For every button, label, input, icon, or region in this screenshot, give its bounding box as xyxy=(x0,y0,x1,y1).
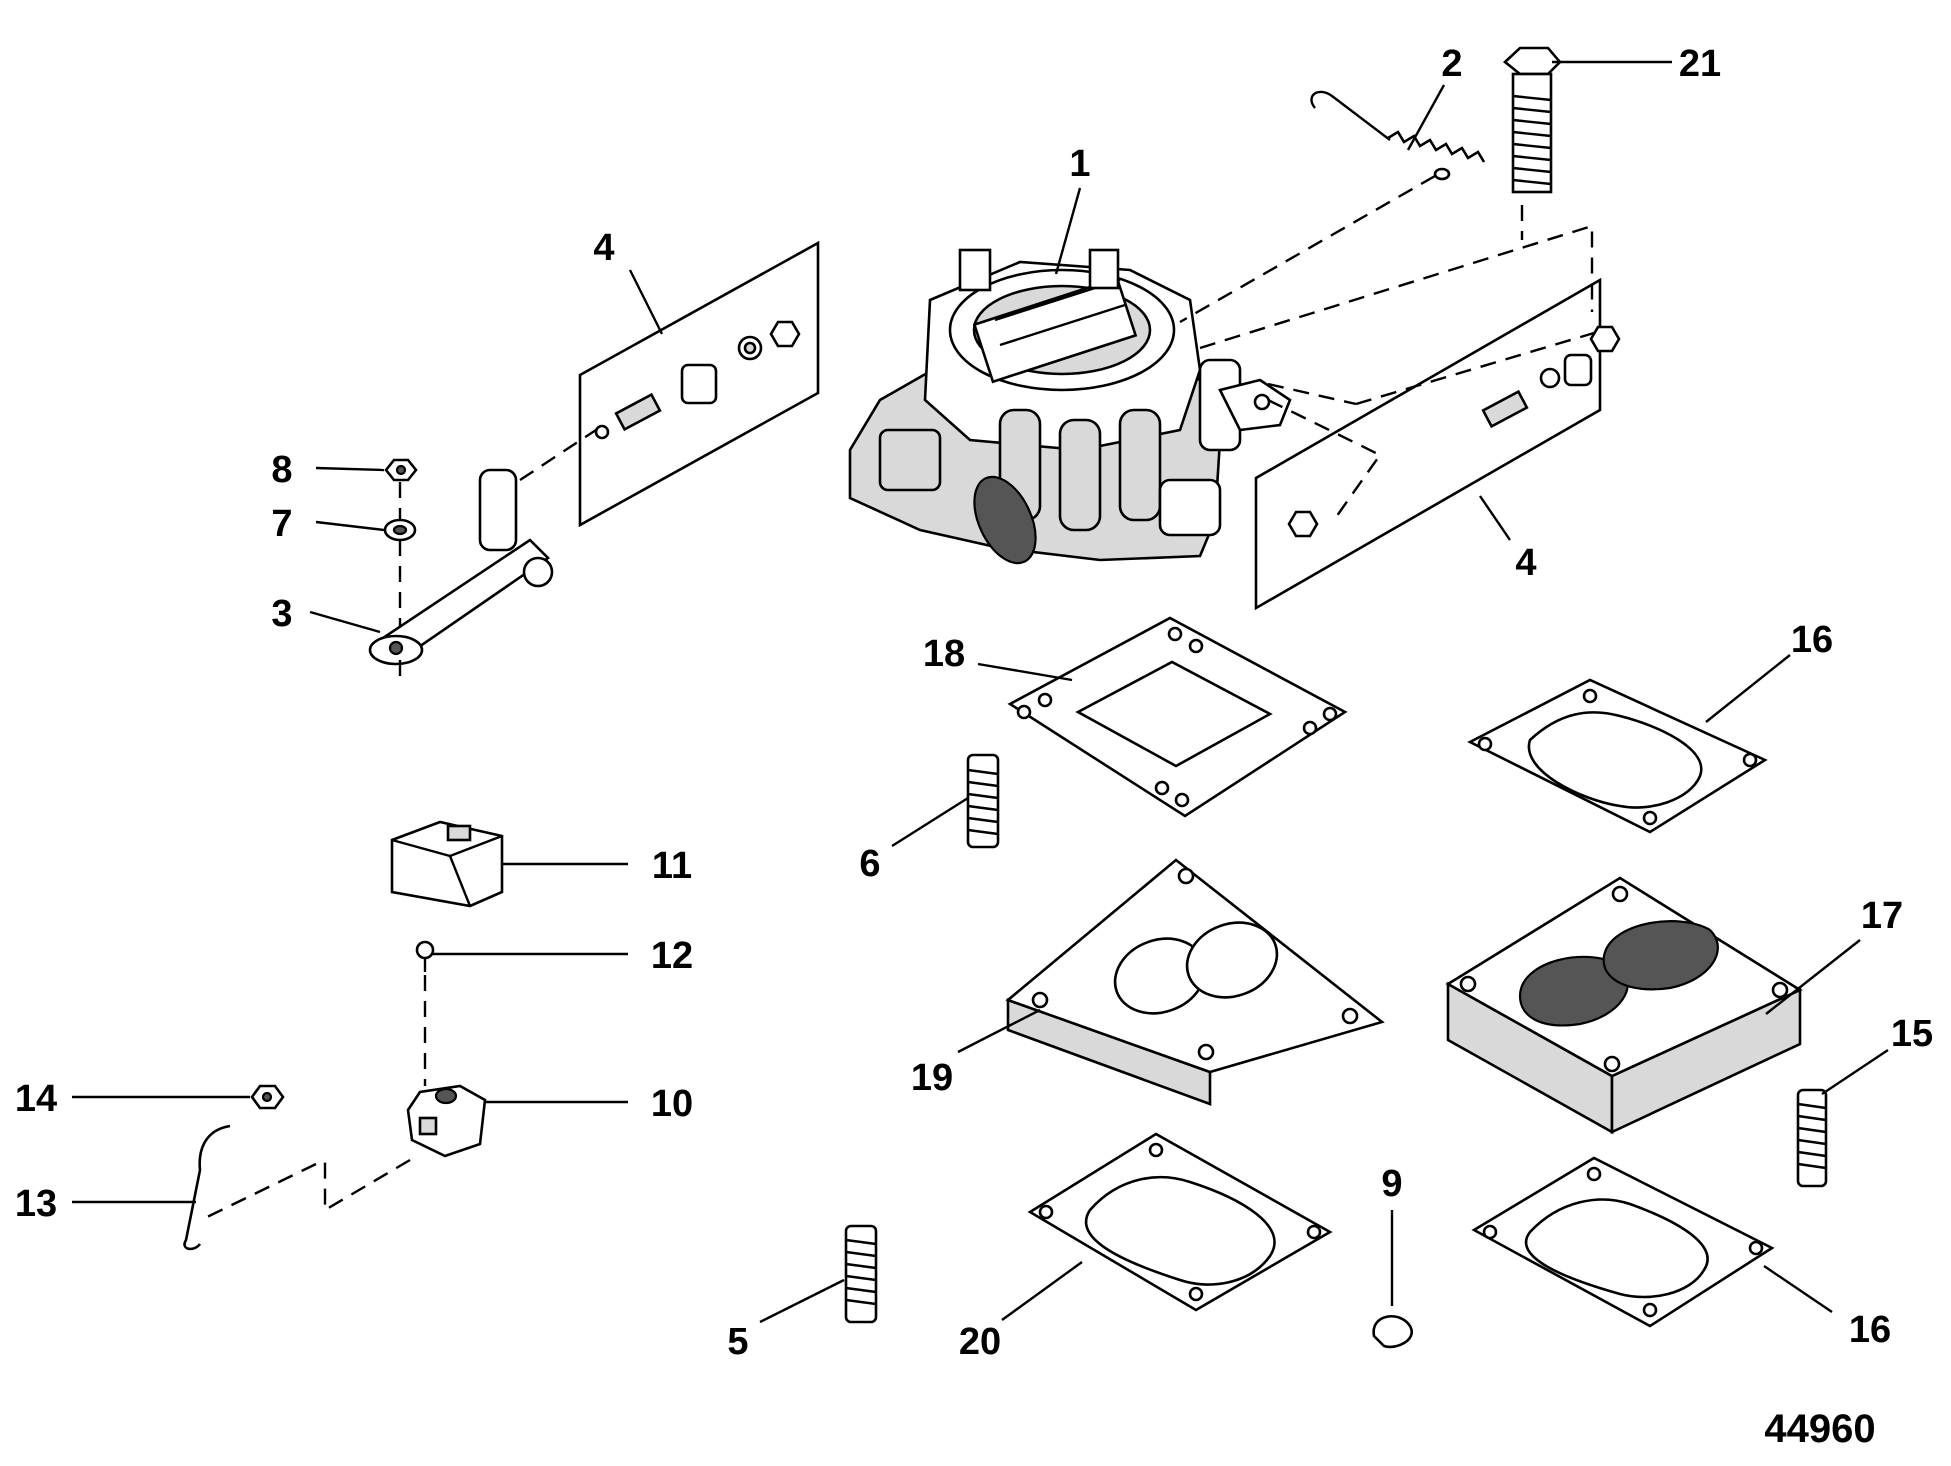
part-1-carburetor xyxy=(848,248,1292,565)
part-16-gasket-top xyxy=(1467,678,1768,834)
callout-3: 3 xyxy=(271,593,292,635)
callout-18: 18 xyxy=(923,633,965,675)
part-8-nut xyxy=(384,458,418,482)
part-20-gasket xyxy=(1027,1132,1333,1312)
figure-number: 44960 xyxy=(1764,1407,1875,1451)
callout-8: 8 xyxy=(271,449,292,491)
callout-5: 5 xyxy=(727,1321,748,1363)
callout-14: 14 xyxy=(15,1078,57,1120)
callout-10: 10 xyxy=(651,1083,693,1125)
callout-15: 15 xyxy=(1891,1013,1933,1055)
callout-13: 13 xyxy=(15,1183,57,1225)
callout-20: 20 xyxy=(959,1321,1001,1363)
callout-6: 6 xyxy=(859,843,880,885)
part-13-rod xyxy=(183,1124,231,1251)
callout-11: 11 xyxy=(652,845,692,887)
part-2-spring xyxy=(1310,90,1486,181)
part-21-bolt xyxy=(1503,46,1562,194)
callout-7: 7 xyxy=(271,503,292,545)
part-14-nut xyxy=(250,1084,285,1110)
part-15-stud xyxy=(1796,1088,1828,1188)
callout-9: 9 xyxy=(1381,1163,1402,1205)
part-7-washer xyxy=(383,518,417,542)
part-4-kit-panel-right xyxy=(1254,277,1621,611)
part-3-throttle-lever xyxy=(368,468,554,666)
part-19-spacer xyxy=(1005,858,1385,1106)
callout-19: 19 xyxy=(911,1057,953,1099)
part-16-gasket-bottom xyxy=(1471,1156,1775,1328)
callout-1: 1 xyxy=(1069,143,1090,185)
part-9-plug xyxy=(1372,1315,1413,1349)
callout-2: 2 xyxy=(1441,43,1462,85)
callout-17: 17 xyxy=(1861,895,1903,937)
part-5-stud xyxy=(844,1224,878,1324)
part-12-screw xyxy=(415,940,435,972)
leader-lines xyxy=(72,60,1889,1324)
assembly-lines xyxy=(204,174,1605,1220)
part-18-gasket xyxy=(1007,616,1348,818)
part-11-cover xyxy=(390,820,504,908)
callout-21: 21 xyxy=(1679,43,1721,85)
part-17-spacer-thick xyxy=(1445,876,1803,1135)
callout-12: 12 xyxy=(651,935,693,977)
part-10-bracket xyxy=(406,1084,487,1158)
callout-4-right: 4 xyxy=(1515,542,1536,584)
part-4-kit-panel-left xyxy=(578,240,820,528)
part-6-stud xyxy=(966,753,1000,849)
callout-16-bottom: 16 xyxy=(1849,1309,1891,1351)
callout-labels: 1 2 21 4 4 8 7 3 18 16 6 11 12 10 14 13 … xyxy=(15,43,1933,1363)
callout-16-top: 16 xyxy=(1791,619,1833,661)
callout-4-left: 4 xyxy=(593,227,614,269)
